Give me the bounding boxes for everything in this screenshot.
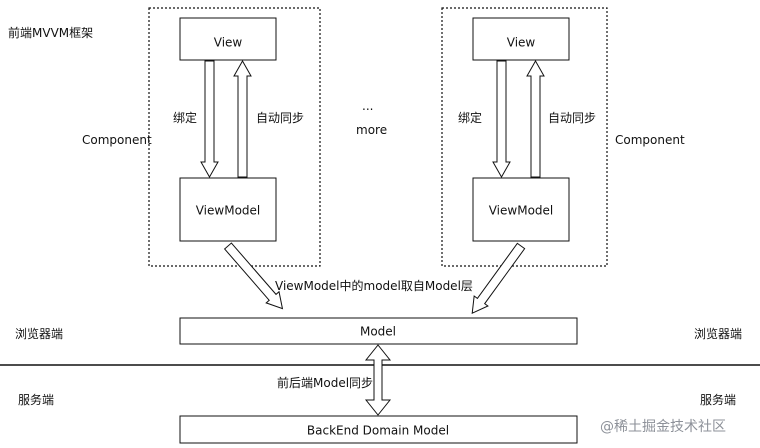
- viewmodel-from-model-label: ViewModel中的model取自Model层: [275, 278, 473, 293]
- left-component-label: Component: [82, 133, 152, 147]
- left-bind-label: 绑定: [173, 110, 197, 125]
- left-component-container: [148, 7, 321, 267]
- server-label-right: 服务端: [700, 392, 736, 407]
- left-sync-arrow: [233, 59, 252, 178]
- browser-label-left: 浏览器端: [15, 326, 63, 341]
- right-viewmodel-box: [472, 177, 570, 242]
- right-component-container: [441, 7, 608, 267]
- right-sync-arrow: [526, 59, 545, 178]
- left-viewmodel-label: ViewModel: [196, 204, 261, 218]
- model-sync-arrow: [364, 344, 392, 416]
- more-dots: ...: [362, 99, 373, 113]
- right-bind-arrow: [492, 60, 511, 179]
- frontend-backend-sync-label: 前后端Model同步: [277, 375, 373, 390]
- watermark: @稀土掘金技术社区: [600, 419, 726, 435]
- frontend-title: 前端MVVM框架: [8, 25, 93, 40]
- backend-model-box: [179, 415, 578, 444]
- model-box: [179, 317, 578, 345]
- right-component-label: Component: [615, 133, 685, 147]
- backend-model-label: BackEnd Domain Model: [307, 424, 449, 438]
- server-label-left: 服务端: [18, 392, 54, 407]
- left-viewmodel-box: [179, 177, 277, 242]
- right-sync-label: 自动同步: [548, 111, 596, 125]
- browser-label-right: 浏览器端: [694, 326, 742, 341]
- model-label: Model: [360, 325, 396, 339]
- right-model-arrow: [471, 242, 526, 314]
- right-bind-label: 绑定: [458, 110, 482, 125]
- left-sync-label: 自动同步: [256, 111, 304, 125]
- more-label: more: [356, 123, 387, 137]
- right-viewmodel-label: ViewModel: [489, 204, 554, 218]
- right-view-label: View: [507, 36, 536, 50]
- left-view-box: [179, 17, 277, 61]
- left-model-arrow: [223, 242, 284, 310]
- right-view-box: [472, 17, 570, 61]
- left-view-label: View: [214, 36, 243, 50]
- left-bind-arrow: [200, 60, 219, 179]
